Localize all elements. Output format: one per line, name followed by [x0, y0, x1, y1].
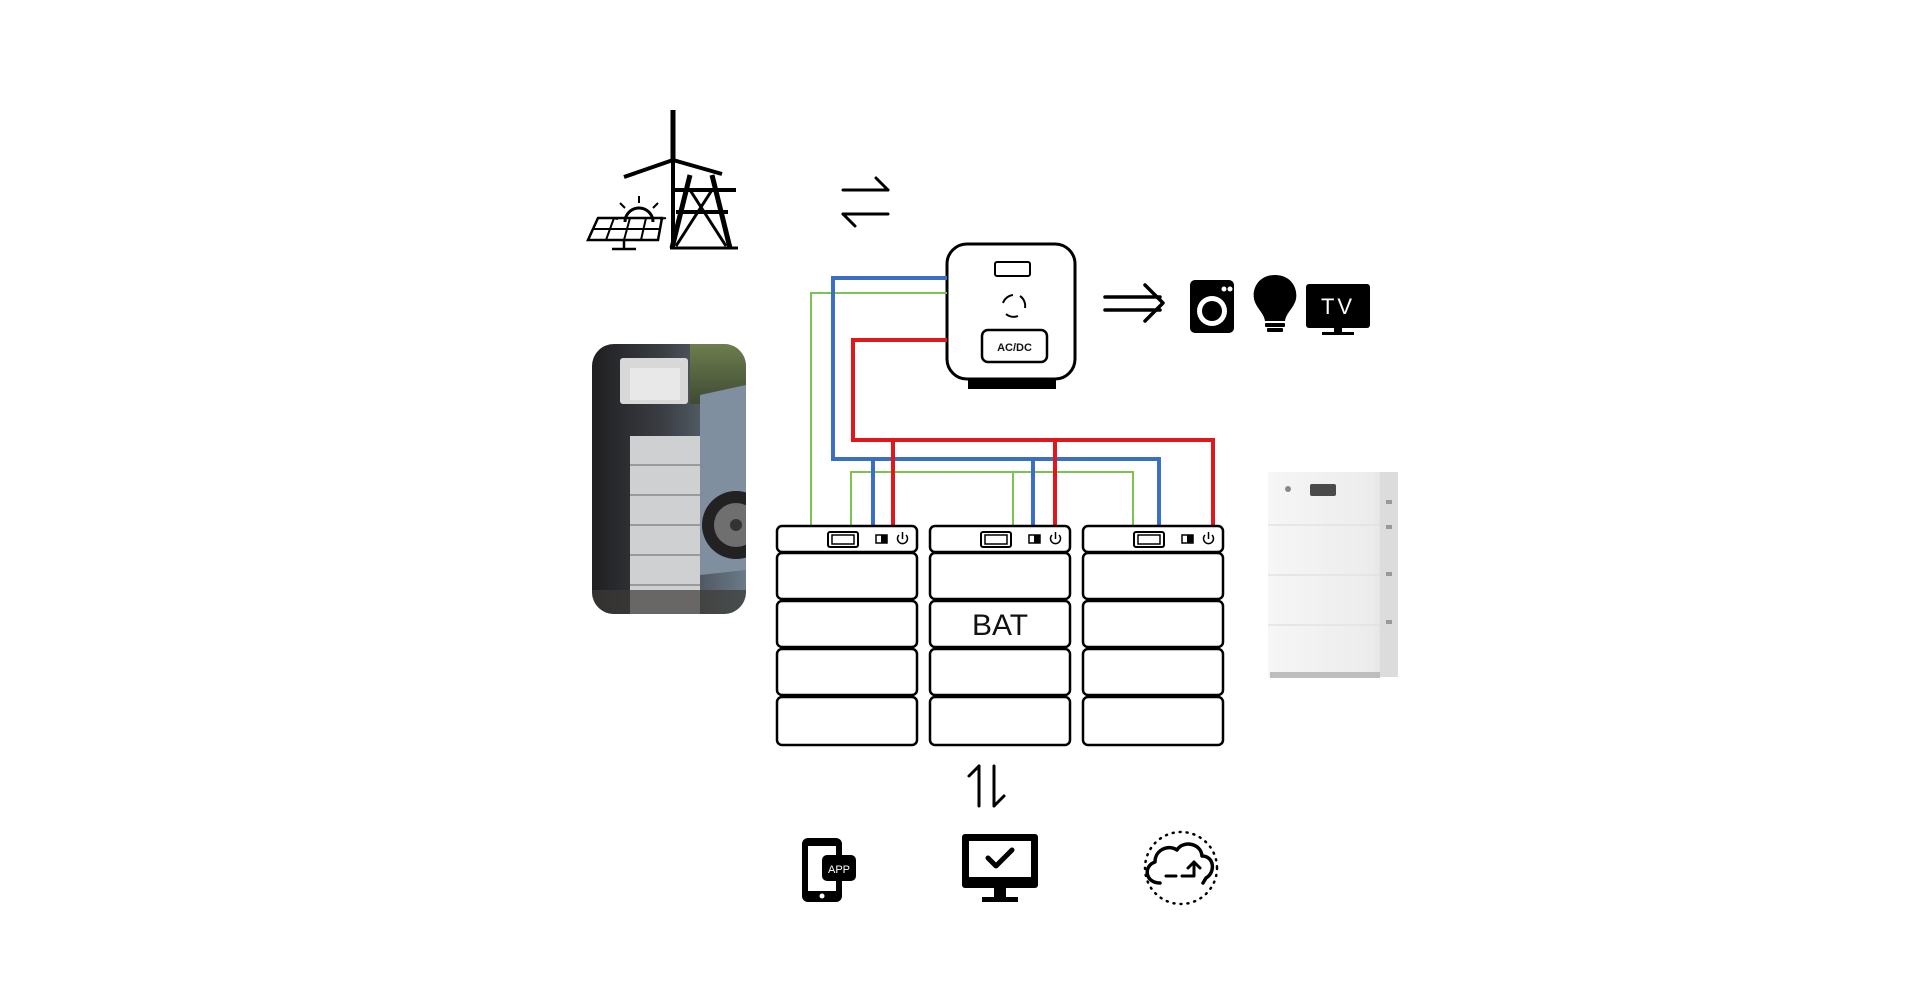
recycle-icon [1002, 294, 1027, 318]
battery-product-image [1268, 472, 1398, 678]
cloud-upload-icon [1143, 830, 1219, 906]
comm-cable [810, 292, 947, 528]
tv-label: TV [1321, 294, 1355, 319]
cabling [810, 276, 1215, 528]
negative-cable [831, 276, 1161, 528]
app-label: APP [828, 864, 850, 876]
battery-stack [775, 524, 919, 747]
washing-machine-icon [1190, 280, 1234, 333]
positive-cable [851, 338, 1215, 528]
inverter: AC/DC [945, 242, 1077, 389]
phone-app-icon: APP [802, 838, 856, 902]
renewable-grid-icon [586, 110, 738, 251]
inverter-display [994, 261, 1031, 277]
installation-photo [592, 344, 746, 614]
comm-cable [850, 471, 1134, 528]
battery-label: BAT [972, 609, 1028, 642]
inverter-label-box [980, 328, 1049, 364]
inverter-label: AC/DC [997, 342, 1032, 354]
monitor-check-icon [962, 834, 1038, 902]
battery-stack [1081, 524, 1225, 747]
battery-stack: BAT [928, 524, 1072, 747]
light-bulb-icon [1253, 275, 1297, 332]
bidirectional-arrows-icon [841, 176, 890, 228]
up-down-arrows-icon [967, 764, 1006, 808]
tv-icon: TV [1306, 284, 1370, 335]
double-arrow-right-icon [1103, 283, 1165, 323]
